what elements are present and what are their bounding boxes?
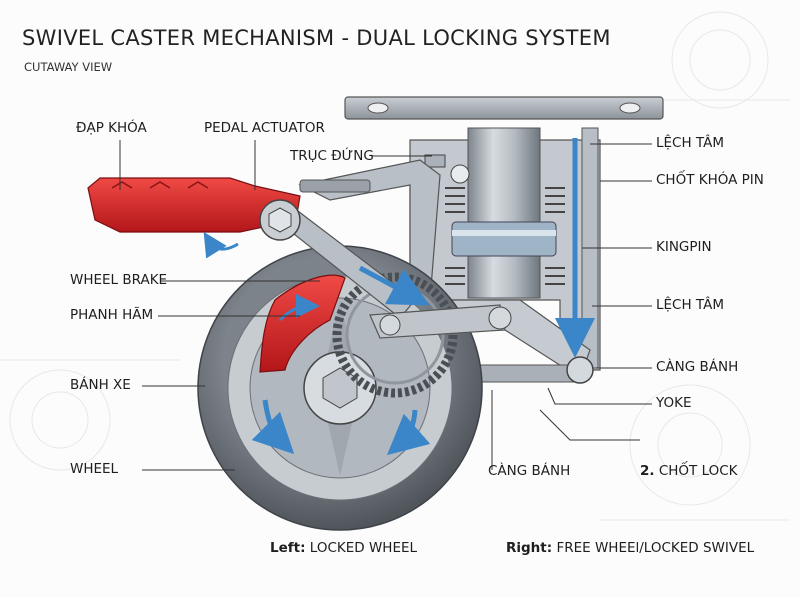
label-lech-tam-mid: LỆCH TÂM [656, 297, 725, 313]
motion-arrows [203, 138, 595, 456]
leader-lines [119, 140, 652, 471]
label-yoke: YOKE [656, 395, 692, 411]
label-chot-khoa-pin: CHỐT KHÓA PIN [656, 172, 764, 188]
caption-right: Right: FREE WHEEl/LOCKED SWIVEL [506, 540, 754, 556]
page-title: SWIVEL CASTER MECHANISM - DUAL LOCKING S… [22, 26, 611, 50]
brake-shoe [259, 274, 346, 373]
caption-right-bold: Right: [506, 540, 553, 556]
label-pedal-actuator: PEDAL ACTUATOR [204, 120, 325, 136]
label-chot-lock: 2. CHỐT LOCK [640, 463, 738, 479]
label-truc-dung: TRỤC ĐỨNG [290, 148, 374, 164]
blueprint-background [0, 11, 790, 521]
label-phanh-ham: PHANH HÃM [70, 307, 154, 323]
label-kingpin: KINGPIN [656, 239, 712, 255]
label-lech-tam-top: LỆCH TÂM [656, 135, 725, 151]
label-cang-banh-right: CÀNG BÁNH [656, 359, 739, 375]
caption-right-text: FREE WHEEl/LOCKED SWIVEL [556, 540, 755, 556]
top-plate [344, 96, 664, 120]
label-banh-xe: BÁNH XE [70, 377, 131, 393]
caption-left-text: LOCKED WHEEL [309, 540, 418, 556]
swivel-housing [409, 127, 601, 371]
chot-lock-number: 2. [640, 463, 655, 479]
label-wheel: WHEEL [70, 461, 119, 477]
label-wheel-brake: WHEEL BRAKE [70, 272, 168, 288]
label-dap-khoa: ĐẠP KHÓA [76, 120, 147, 136]
caption-left: Left: LOCKED WHEEL [270, 540, 417, 556]
page-subtitle: CUTAWAY VIEW [24, 60, 113, 74]
foot-pedal [87, 177, 301, 233]
label-cang-banh-bottom: CÀNG BÁNH [488, 463, 571, 479]
caption-left-bold: Left: [270, 540, 306, 556]
chot-lock-text: CHỐT LOCK [658, 463, 738, 479]
